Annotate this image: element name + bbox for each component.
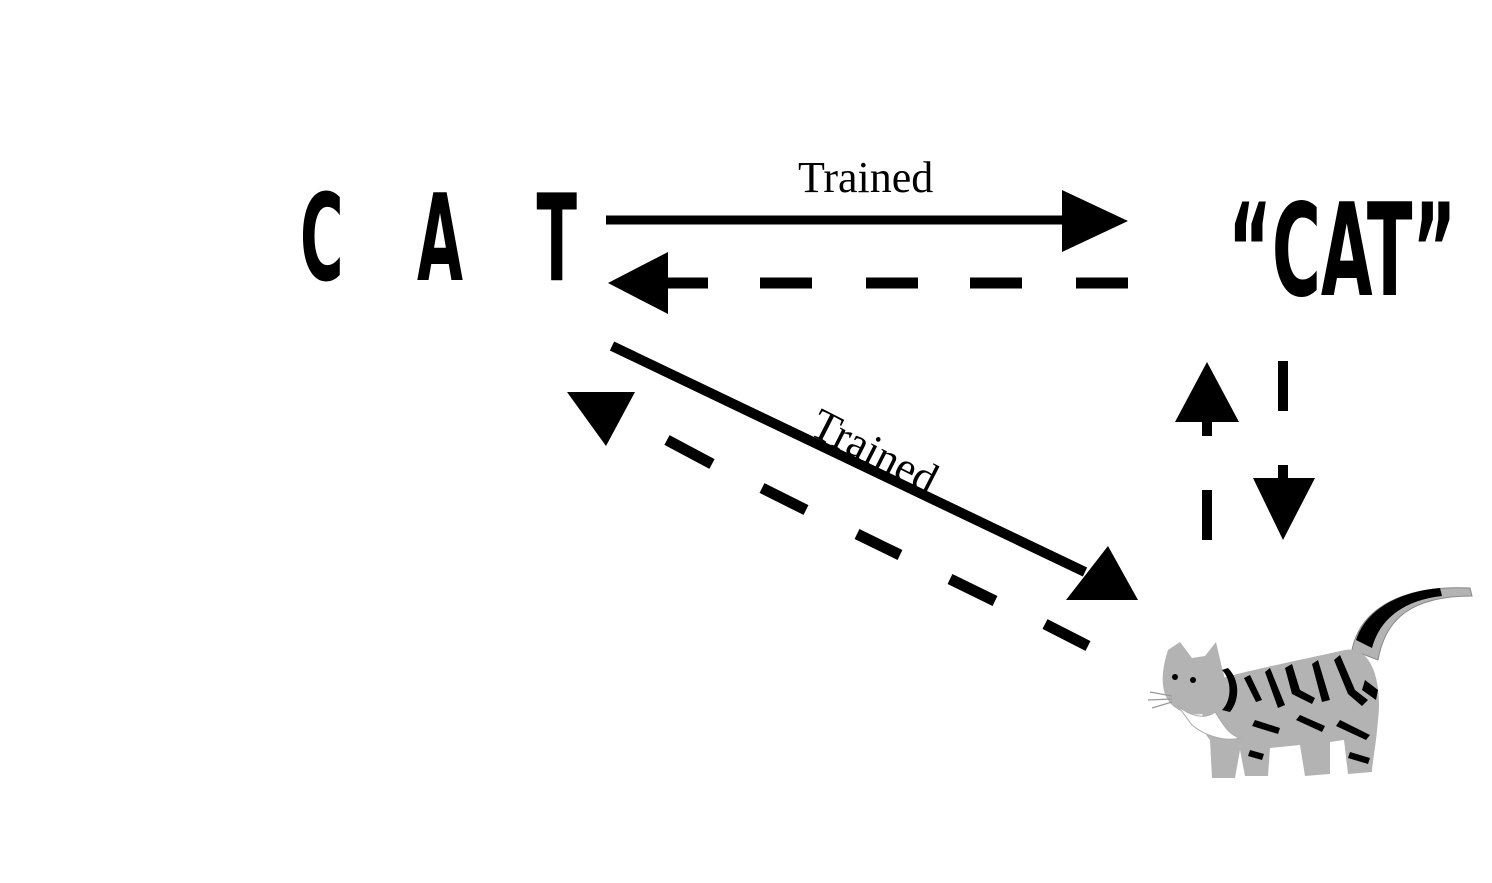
trained-arrow-word-to-spoken xyxy=(606,190,1128,252)
trained-label-top: Trained xyxy=(798,153,934,202)
trained-arrow-word-to-picture xyxy=(609,341,1138,600)
written-word-cat: C A T xyxy=(300,170,604,309)
derived-arrow-spoken-to-word xyxy=(608,252,1128,314)
derived-arrow-picture-to-spoken xyxy=(1175,362,1239,540)
derived-arrow-spoken-to-picture xyxy=(1253,361,1315,540)
derived-arrow-picture-to-word xyxy=(567,392,1091,651)
spoken-word-cat: “CAT” xyxy=(1228,177,1457,326)
cat-picture-icon xyxy=(1147,587,1473,778)
